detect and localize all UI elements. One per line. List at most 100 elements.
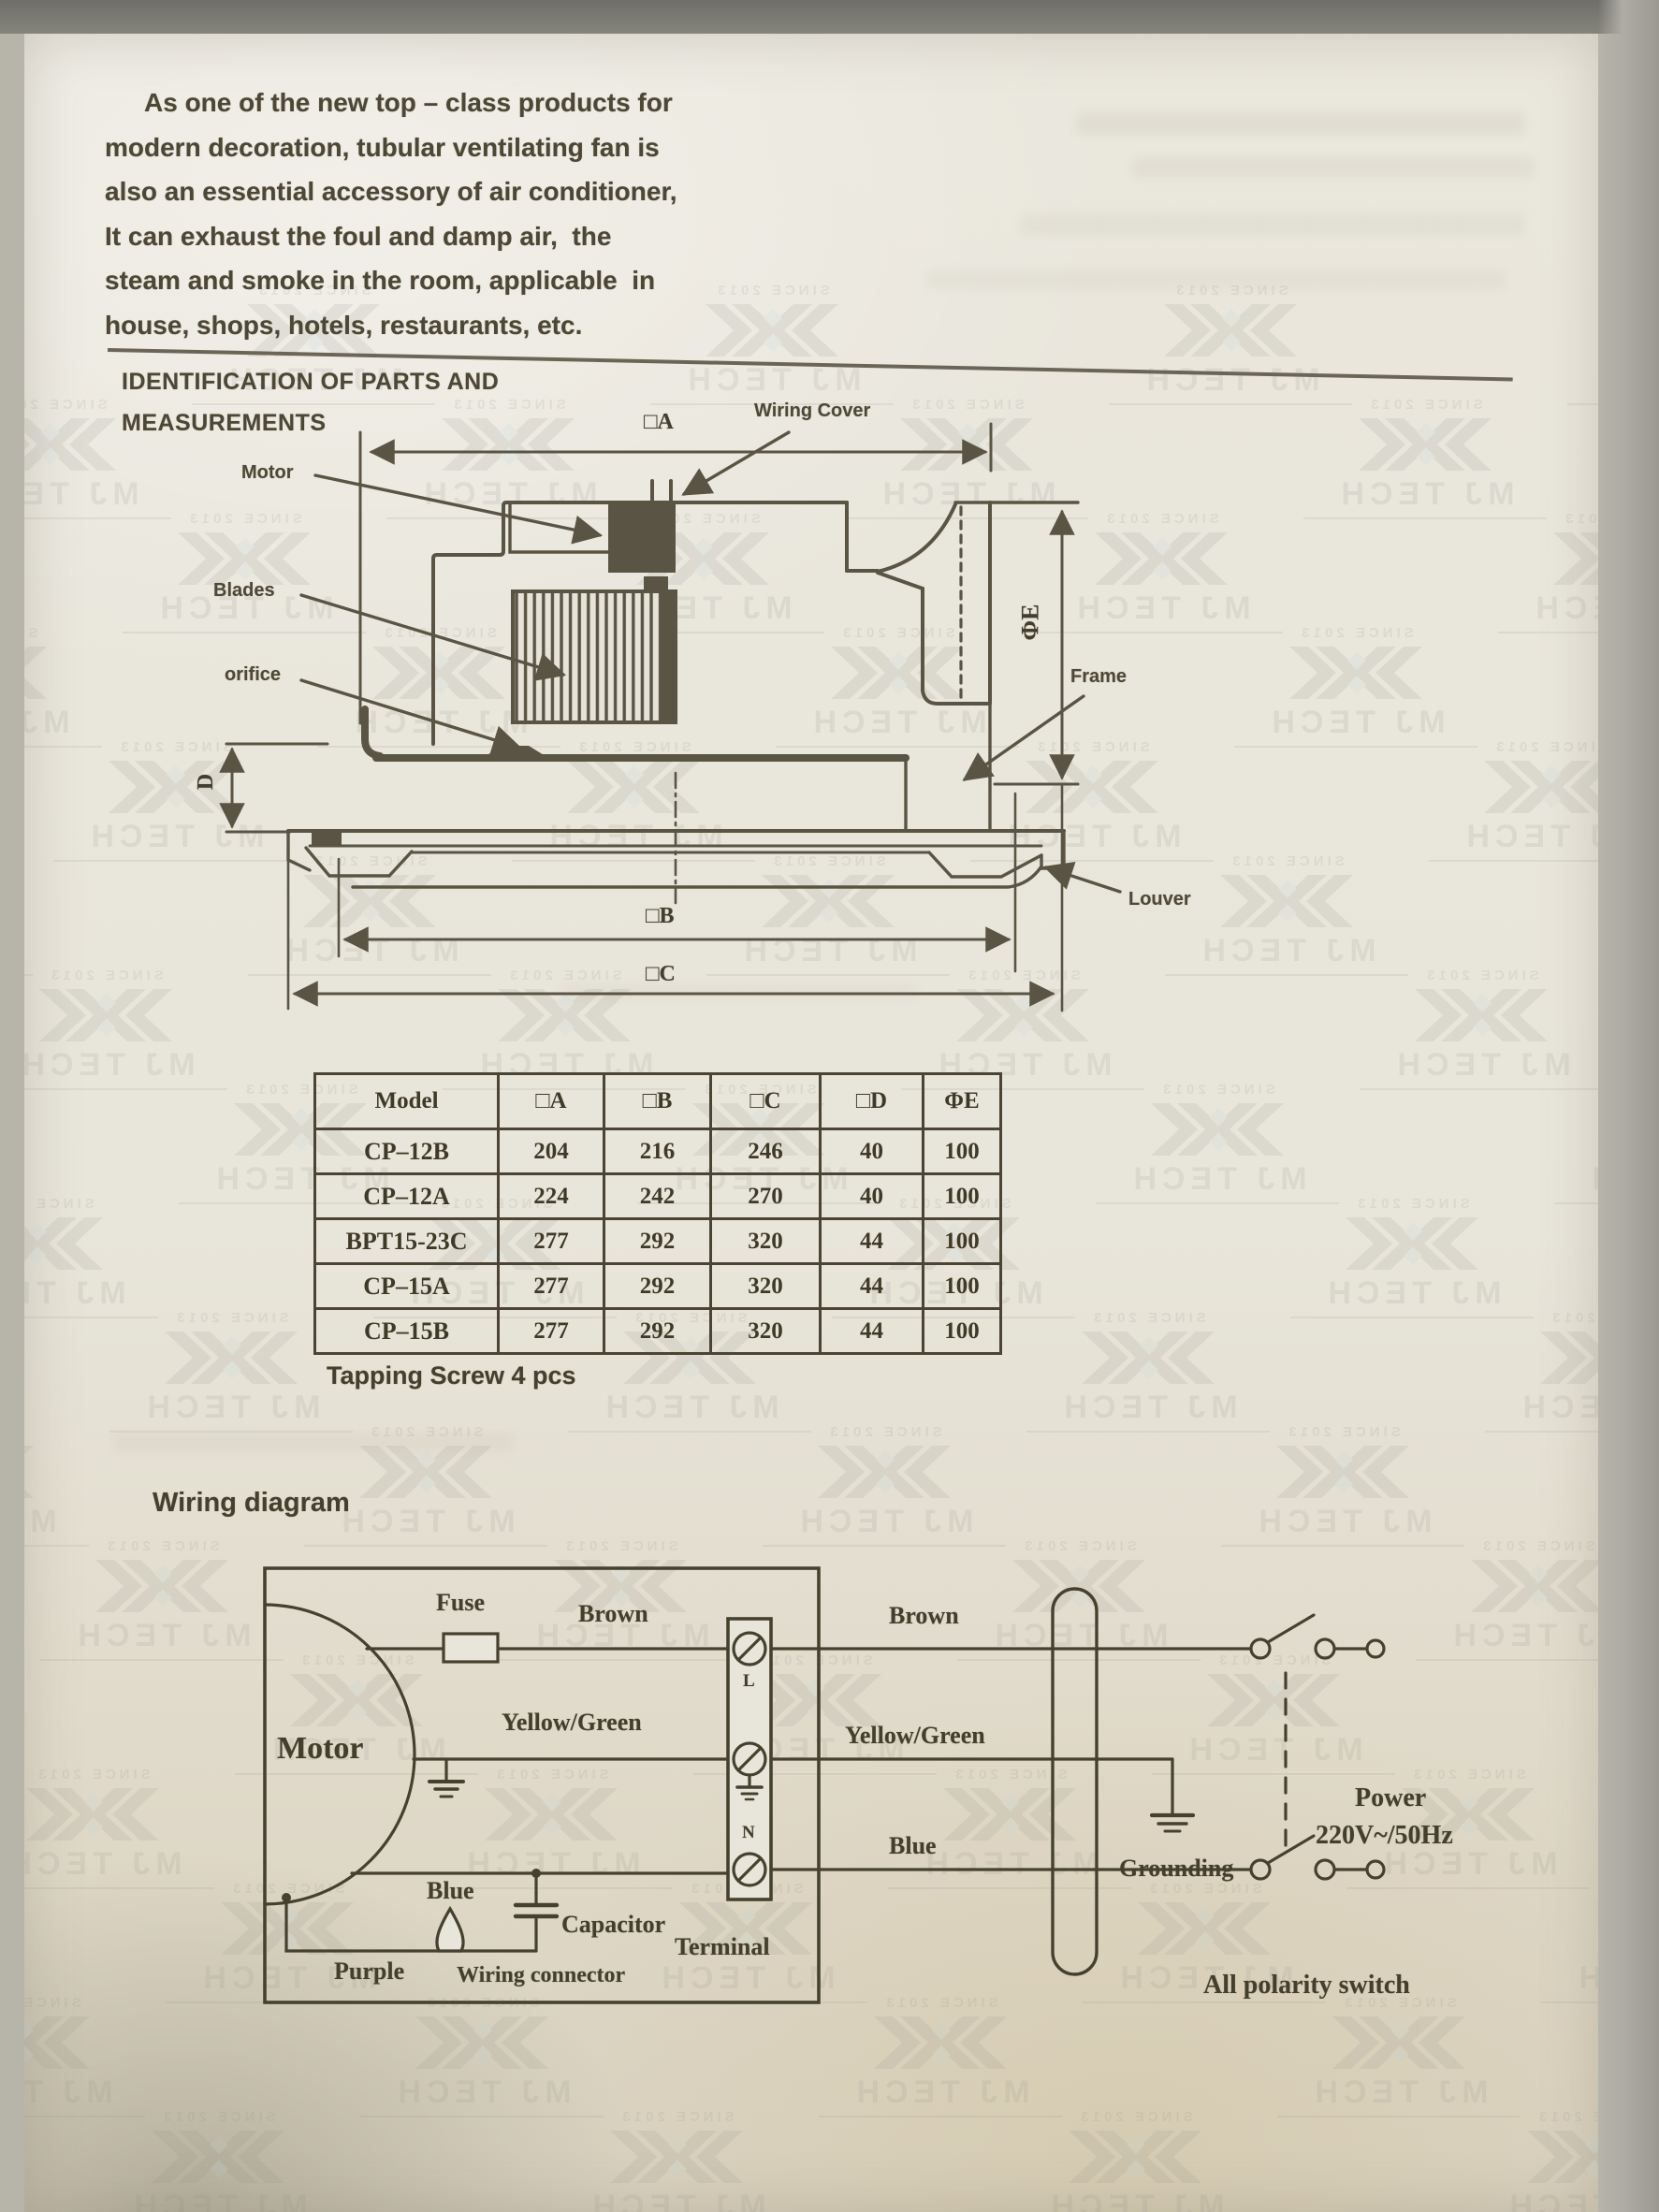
mj-tech-watermark: SINCE 2013 MJ TECH (1234, 625, 1477, 748)
header-dim-d: □D (819, 1072, 924, 1130)
label-capacitor: Capacitor (561, 1911, 666, 1938)
label-power-line2: 220V~/50Hz (1316, 1821, 1453, 1850)
label-all-polarity-switch: All polarity switch (1203, 1971, 1410, 2000)
cell-e: 100 (922, 1262, 1002, 1310)
cell-b: 242 (603, 1172, 712, 1220)
cell-c: 320 (709, 1217, 822, 1265)
mj-tech-watermark: SINCE 2013 MJ TECH (1026, 1310, 1270, 1433)
cell-d: 44 (819, 1262, 924, 1310)
label-fuse: Fuse (436, 1589, 485, 1616)
label-power-line1: Power (1355, 1783, 1427, 1812)
mj-tech-logo-icon (1164, 304, 1297, 357)
mj-tech-watermark: SINCE 2013 MJ TECH (1109, 283, 1352, 405)
mj-tech-logo-icon (1527, 2131, 1598, 2183)
cell-a: 277 (497, 1307, 605, 1355)
mj-tech-watermark: SINCE 2013 MJ TECH (1045, 2109, 1225, 2212)
mj-tech-logo-icon (1415, 989, 1548, 1041)
mj-tech-logo-icon (1553, 532, 1598, 585)
label-blue-right: Blue (889, 1832, 937, 1859)
dimensions-table: Model □A □B □C □D ΦE CP–12B 204 216 246 … (313, 1072, 1002, 1355)
mj-tech-watermark: SINCE 2013 MJ TECH (1360, 968, 1598, 1090)
mj-tech-logo-icon (1540, 1332, 1598, 1384)
label-purple: Purple (334, 1957, 405, 1985)
mj-tech-logo-icon (1220, 875, 1353, 927)
intro-line: also an essential accessory of air condi… (105, 177, 677, 206)
label-wiring-motor: Motor (277, 1731, 364, 1766)
cell-b: 292 (603, 1262, 712, 1310)
dim-label-d: D (194, 773, 219, 791)
mj-tech-logo-icon (24, 647, 47, 699)
mj-tech-logo-icon (26, 1788, 159, 1841)
cell-d: 44 (819, 1217, 924, 1265)
mj-tech-logo-icon (610, 2131, 743, 2183)
cell-a: 204 (497, 1128, 605, 1175)
mj-tech-logo-icon (152, 2131, 284, 2183)
label-terminal: Terminal (675, 1933, 770, 1960)
bleedthrough-smudge (1020, 213, 1525, 236)
mj-tech-watermark: SINCE 2013 MJ TECH (587, 2109, 766, 2212)
wiring-diagram-title: Wiring diagram (153, 1488, 350, 1518)
mj-tech-watermark: SINCE 2013 MJ TECH (1096, 1082, 1339, 1204)
bleedthrough-smudge (1076, 112, 1525, 135)
label-blue-left: Blue (427, 1877, 474, 1904)
table-row: CP–15A 277 292 320 44 100 (313, 1262, 1002, 1310)
mj-tech-watermark: SINCE 2013 MJ TECH (1429, 739, 1598, 862)
label-brown-left: Brown (578, 1600, 648, 1627)
tapping-screw-note: Tapping Screw 4 pcs (327, 1361, 576, 1390)
intro-line: house, shops, hotels, restaurants, etc. (105, 310, 583, 340)
mj-tech-logo-icon (874, 2016, 1007, 2069)
mj-tech-logo-icon (1069, 2131, 1201, 2183)
cell-e: 100 (922, 1307, 1002, 1355)
header-dim-b: □B (603, 1072, 712, 1130)
label-wiring-connector: Wiring connector (457, 1963, 626, 1987)
wiring-diagram-drawing (263, 1566, 1386, 2004)
scan-top-band (0, 0, 1659, 34)
header-dim-a: □A (497, 1072, 605, 1130)
cell-d: 44 (819, 1307, 924, 1355)
table-row: CP–15B 277 292 320 44 100 (313, 1307, 1002, 1355)
mj-tech-logo-icon (24, 1446, 34, 1498)
cell-model: CP–15A (313, 1262, 500, 1310)
intro-line: It can exhaust the foul and damp air, th… (105, 221, 612, 251)
mj-tech-logo-icon (1151, 1103, 1284, 1156)
cell-e: 100 (922, 1217, 1002, 1265)
cell-c: 320 (709, 1262, 822, 1310)
mj-tech-logo-icon (24, 1217, 103, 1270)
label-blades: Blades (213, 580, 275, 601)
intro-line: modern decoration, tubular ventilating f… (105, 132, 660, 162)
bleedthrough-smudge (112, 1432, 515, 1452)
cell-a: 224 (497, 1172, 605, 1220)
header-dim-e: ΦE (922, 1072, 1002, 1130)
section-title-line2: MEASUREMENTS (122, 410, 327, 436)
paper-right-edge (1598, 0, 1659, 2212)
mj-tech-logo-icon (24, 2016, 90, 2069)
cell-e: 100 (922, 1128, 1002, 1175)
label-yellow-green-left: Yellow/Green (502, 1709, 642, 1736)
dim-label-b: □B (646, 904, 675, 928)
dim-label-e: ΦE (1016, 604, 1044, 641)
header-model: Model (313, 1072, 500, 1130)
dim-label-c: □C (646, 962, 676, 986)
header-dim-c: □C (709, 1072, 822, 1130)
cell-a: 277 (497, 1262, 605, 1310)
mj-tech-watermark: SINCE 2013 MJ TECH (24, 625, 102, 748)
section-title-line1: IDENTIFICATION OF PARTS AND (122, 369, 500, 395)
table-header-row: Model □A □B □C □D ΦE (313, 1072, 1002, 1130)
cell-c: 246 (709, 1128, 822, 1175)
cell-model: BPT15-23C (313, 1217, 500, 1265)
mj-tech-watermark: SINCE 2013 MJ TECH (1472, 2109, 1598, 2212)
cell-d: 40 (819, 1128, 924, 1175)
mj-tech-watermark: SINCE 2013 MJ TECH (1221, 1424, 1464, 1547)
mj-tech-logo-icon (1484, 761, 1598, 813)
table-row: BPT15-23C 277 292 320 44 100 (313, 1217, 1002, 1265)
cell-model: CP–15B (313, 1307, 500, 1355)
table-row: CP–12B 204 216 246 40 100 (313, 1128, 1002, 1175)
label-orifice: orifice (225, 664, 282, 685)
mj-tech-watermark: SINCE 2013 MJ TECH (24, 1424, 89, 1547)
mj-tech-watermark: SINCE 2013 MJ TECH (1498, 511, 1598, 633)
mj-tech-watermark: SINCE 2013 MJ TECH (1554, 1082, 1598, 1204)
mj-tech-logo-icon (1346, 1217, 1478, 1270)
mj-tech-watermark: SINCE 2013 MJ TECH (1567, 283, 1598, 405)
cell-a: 277 (497, 1217, 605, 1265)
intro-paragraph: As one of the new top – class products f… (105, 80, 822, 347)
